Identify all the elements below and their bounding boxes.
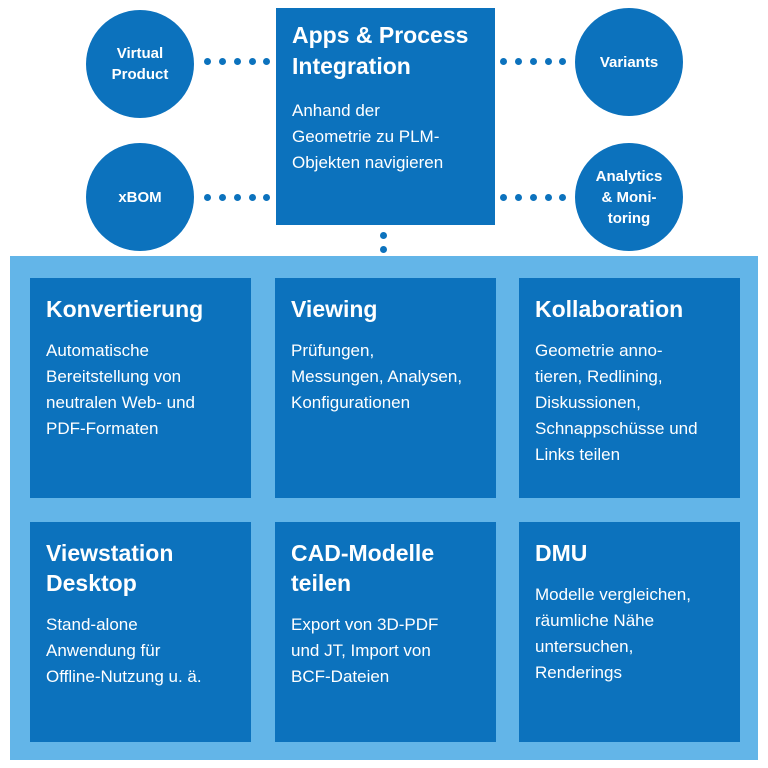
apps-process-integration-desc: Anhand der Geometrie zu PLM- Objekten na… — [292, 101, 444, 172]
viewstation-desktop-desc: Stand-alone Anwendung für Offline-Nutzun… — [46, 615, 202, 686]
kollaboration-box: Kollaboration Geometrie anno- tieren, Re… — [519, 278, 740, 498]
viewstation-desktop-box: Viewstation Desktop Stand-alone Anwendun… — [30, 522, 251, 742]
dmu-box: DMU Modelle vergleichen, räumliche Nähe … — [519, 522, 740, 742]
konvertierung-desc: Automatische Bereitstellung von neutrale… — [46, 341, 196, 438]
connector-analytics — [500, 194, 566, 202]
variants-label: Variants — [599, 53, 659, 71]
konvertierung-title: Konvertierung — [46, 296, 204, 322]
konvertierung-box: Konvertierung Automatische Bereitstellun… — [30, 278, 251, 498]
dmu-desc: Modelle vergleichen, räumliche Nähe unte… — [535, 585, 691, 682]
apps-process-integration-box: Apps & Process Integration Anhand der Ge… — [276, 8, 495, 225]
kollaboration-desc: Geometrie anno- tieren, Redlining, Disku… — [535, 341, 698, 464]
connector-xbom — [204, 194, 270, 202]
virtual-product-label: Virtual Product — [111, 45, 169, 83]
apps-process-integration-title: Apps & Process Integration — [292, 22, 469, 79]
viewing-desc: Prüfungen, Messungen, Analysen, Konfigur… — [291, 341, 463, 412]
viewstation-desktop-title: Viewstation Desktop — [46, 540, 174, 596]
xbom-node: xBOM — [86, 143, 194, 251]
viewing-title: Viewing — [291, 296, 378, 322]
xbom-label: xBOM — [118, 188, 162, 206]
variants-node: Variants — [575, 8, 683, 116]
analytics-monitoring-node: Analytics & Moni- toring — [575, 143, 683, 251]
dmu-title: DMU — [535, 540, 588, 566]
virtual-product-node: Virtual Product — [86, 10, 194, 118]
analytics-monitoring-label: Analytics & Moni- toring — [595, 167, 663, 227]
cad-modelle-desc: Export von 3D-PDF und JT, Import von BCF… — [291, 615, 439, 686]
connector-virtual-product — [204, 58, 270, 66]
connector-variants — [500, 58, 566, 66]
viewing-box: Viewing Prüfungen, Messungen, Analysen, … — [275, 278, 496, 498]
cad-modelle-title: CAD-Modelle teilen — [291, 540, 435, 596]
cad-modelle-box: CAD-Modelle teilen Export von 3D-PDF und… — [275, 522, 496, 742]
kollaboration-title: Kollaboration — [535, 296, 684, 322]
